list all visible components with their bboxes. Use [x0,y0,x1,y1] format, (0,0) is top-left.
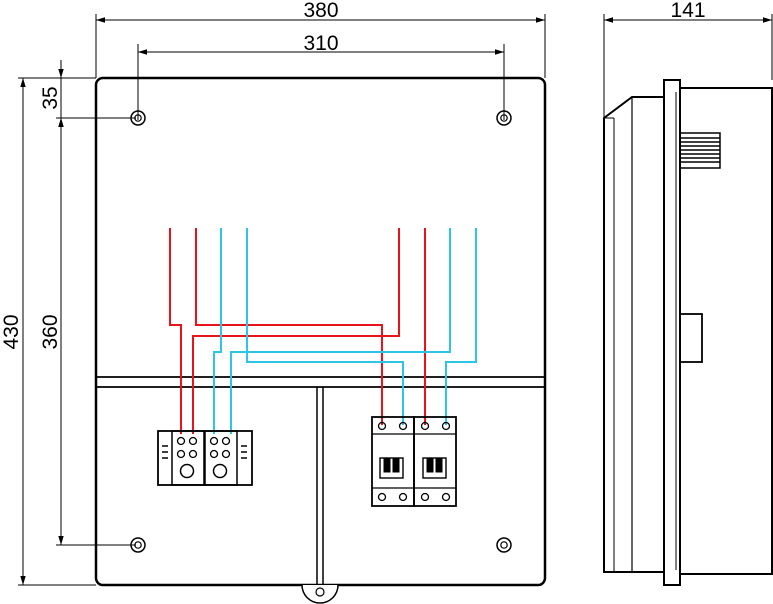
terminal-block-assembly [157,430,253,486]
dim-hole-spacing-horizontal: 310 [303,32,338,55]
din-rail-ribs [679,132,721,169]
mounting-hole-icon [496,537,512,553]
mounting-hole-icon [130,110,146,126]
side-view [603,79,773,586]
terminal-block [176,436,198,479]
circuit-breaker-assembly [371,416,457,507]
circuit-breaker [371,416,415,507]
enclosure-body [94,76,547,587]
dim-overall-width: 380 [303,0,338,22]
phase-wires [169,228,426,434]
dim-overall-height: 430 [0,314,23,349]
side-latch [679,313,703,363]
mounting-hole-icon [496,110,512,126]
side-mounting-plate [663,79,681,586]
dim-top-offset: 35 [39,86,62,109]
front-view [94,76,547,604]
circuit-breaker [413,416,457,507]
terminal-block [209,436,231,479]
dimension-lines [18,14,773,586]
neutral-wires [213,228,477,434]
bottom-tab [301,584,339,604]
dim-hole-spacing-vertical: 360 [39,314,62,349]
mounting-hole-icon [130,537,146,553]
dim-depth: 141 [670,0,705,22]
